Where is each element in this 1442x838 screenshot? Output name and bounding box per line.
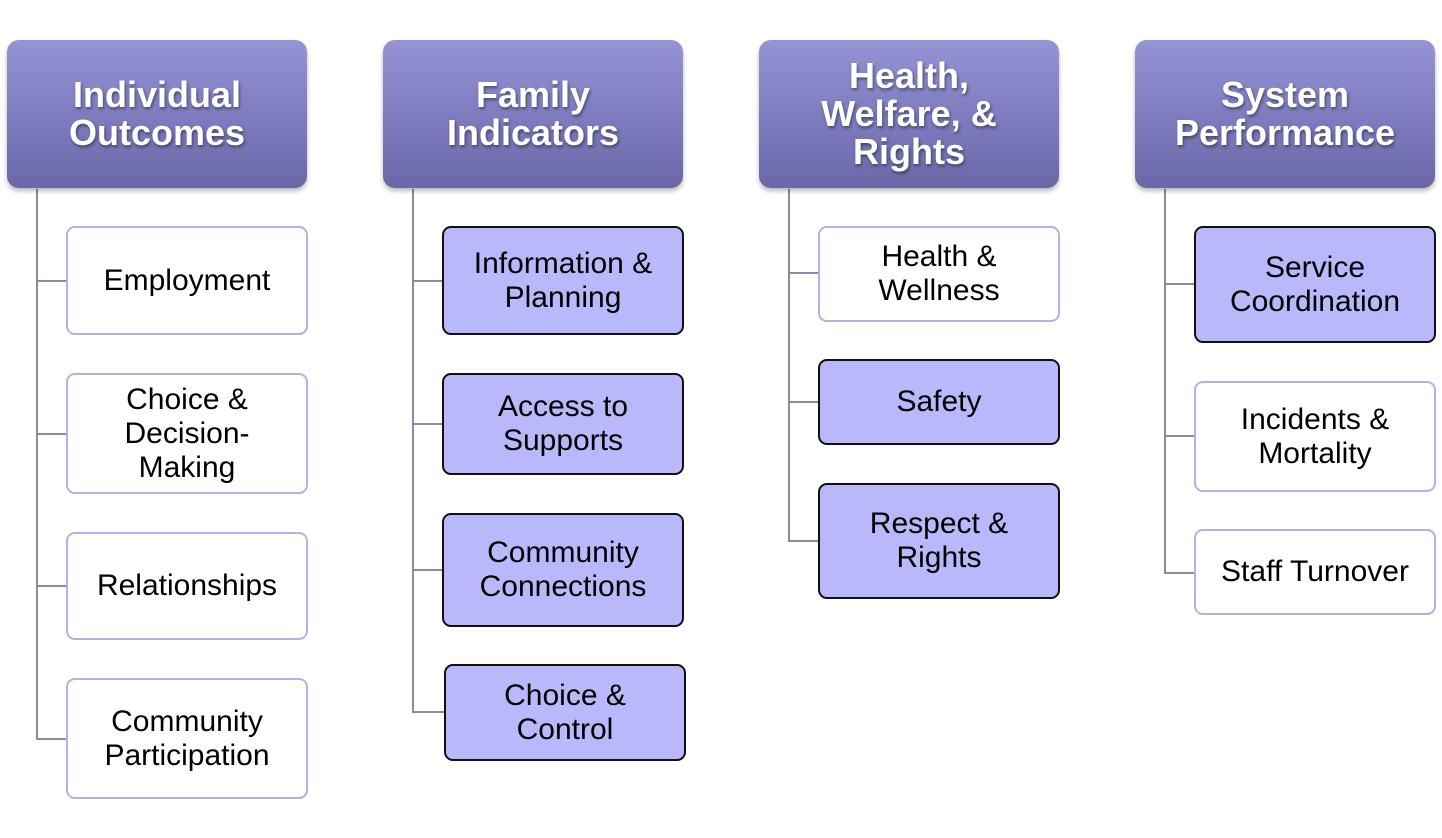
header-system-performance: System Performance xyxy=(1135,40,1435,188)
item-label: Choice & Control xyxy=(504,678,626,746)
item-community-participation: Community Participation xyxy=(66,678,308,799)
connector-branch xyxy=(36,433,67,435)
item-label: Community Participation xyxy=(104,704,270,772)
header-family-indicators: Family Indicators xyxy=(383,40,683,188)
item-choice-decision-making: Choice & Decision- Making xyxy=(66,373,308,494)
connector-branch xyxy=(788,401,819,403)
connector-branch xyxy=(1164,572,1195,574)
connector-branch xyxy=(1164,283,1195,285)
connector-branch xyxy=(412,569,443,571)
connector-branch xyxy=(36,585,67,587)
item-incidents-mortality: Incidents & Mortality xyxy=(1194,381,1436,492)
item-label: Staff Turnover xyxy=(1221,555,1409,588)
connector-branch xyxy=(36,280,67,282)
item-respect-rights: Respect & Rights xyxy=(818,483,1060,599)
item-label: Community Connections xyxy=(479,536,647,603)
connector-branch xyxy=(412,711,445,713)
item-relationships: Relationships xyxy=(66,532,308,640)
item-staff-turnover: Staff Turnover xyxy=(1194,529,1436,615)
header-individual-outcomes: Individual Outcomes xyxy=(7,40,307,188)
item-information-planning: Information & Planning xyxy=(442,226,684,335)
item-label: Employment xyxy=(103,263,271,297)
header-label: Individual Outcomes xyxy=(68,74,246,153)
item-safety: Safety xyxy=(818,359,1060,445)
connector-trunk-health-welfare-rights xyxy=(788,189,790,542)
item-community-connections: Community Connections xyxy=(442,513,684,627)
item-label: Choice & Decision- Making xyxy=(124,382,250,484)
item-label: Access to Supports xyxy=(497,390,629,457)
connector-branch xyxy=(412,423,443,425)
header-label: Health, Welfare, & Rights xyxy=(821,55,997,172)
item-label: Service Coordination xyxy=(1229,250,1401,318)
item-label: Relationships xyxy=(96,569,278,602)
item-label: Health & Wellness xyxy=(878,240,1000,307)
connector-trunk-system-performance xyxy=(1164,189,1166,574)
item-service-coordination: Service Coordination xyxy=(1194,226,1436,343)
connector-branch xyxy=(788,272,819,274)
item-label: Respect & Rights xyxy=(869,507,1009,574)
item-access-to-supports: Access to Supports xyxy=(442,373,684,475)
item-label: Incidents & Mortality xyxy=(1240,402,1390,470)
connector-branch xyxy=(412,280,443,282)
connector-branch xyxy=(36,738,67,740)
item-health-wellness: Health & Wellness xyxy=(818,226,1060,322)
header-label: System Performance xyxy=(1174,74,1396,153)
item-label: Safety xyxy=(896,385,982,418)
item-label: Information & Planning xyxy=(473,246,653,314)
header-health-welfare-rights: Health, Welfare, & Rights xyxy=(759,40,1059,188)
item-employment: Employment xyxy=(66,226,308,335)
header-label: Family Indicators xyxy=(446,74,620,153)
connector-branch xyxy=(788,540,819,542)
item-choice-control: Choice & Control xyxy=(444,664,686,761)
connector-trunk-family-indicators xyxy=(412,189,414,713)
connector-trunk-individual-outcomes xyxy=(36,189,38,740)
connector-branch xyxy=(1164,435,1195,437)
